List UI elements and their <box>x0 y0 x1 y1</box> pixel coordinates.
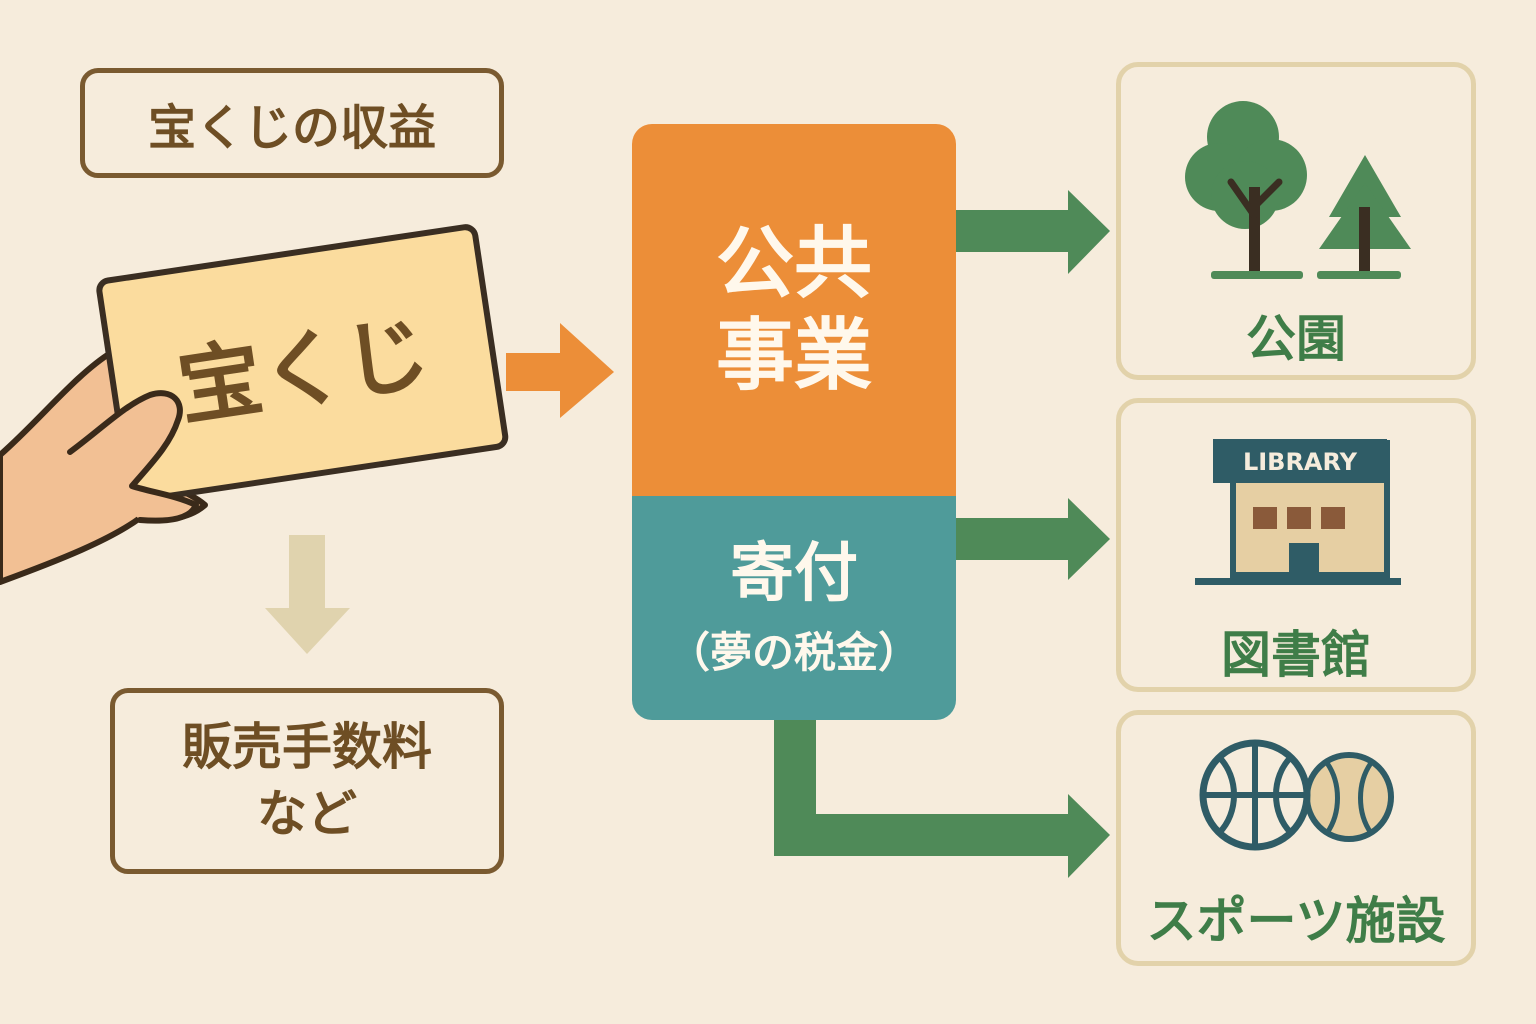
fees-box: 販売手数料 など <box>110 688 504 874</box>
fees-line2: など <box>257 785 357 843</box>
page-title: 宝くじの収益 <box>147 100 436 156</box>
arrow-to-park <box>956 190 1110 274</box>
balls-icon <box>1199 739 1394 851</box>
sports-card: スポーツ施設 <box>1116 710 1476 966</box>
donation-sublabel: （夢の税金） <box>667 627 920 677</box>
arrow-to-fees <box>265 535 350 654</box>
thumb-icon <box>67 390 199 524</box>
public-works-line1: 公共 <box>715 218 872 309</box>
donation-block: 寄付 （夢の税金） <box>632 496 956 720</box>
library-sign: LIBRARY <box>1243 448 1358 476</box>
arrow-to-public-fund <box>506 323 614 418</box>
fees-line1: 販売手数料 <box>182 717 432 776</box>
sports-label: スポーツ施設 <box>1146 892 1446 950</box>
park-label: 公園 <box>1246 310 1346 368</box>
public-works-line2: 事業 <box>715 311 872 401</box>
public-works-block: 公共 事業 <box>632 124 956 496</box>
library-card: LIBRARY 図書館 <box>1116 398 1476 692</box>
lottery-ticket <box>96 224 509 504</box>
trees-icon <box>1185 101 1411 279</box>
arrow-to-library <box>956 498 1110 580</box>
title-box: 宝くじの収益 <box>80 68 504 178</box>
park-card: 公園 <box>1116 62 1476 380</box>
arrow-to-sports <box>774 718 1110 878</box>
library-building-icon: LIBRARY <box>1195 439 1401 585</box>
donation-label: 寄付 <box>730 537 858 612</box>
library-label: 図書館 <box>1221 626 1371 684</box>
